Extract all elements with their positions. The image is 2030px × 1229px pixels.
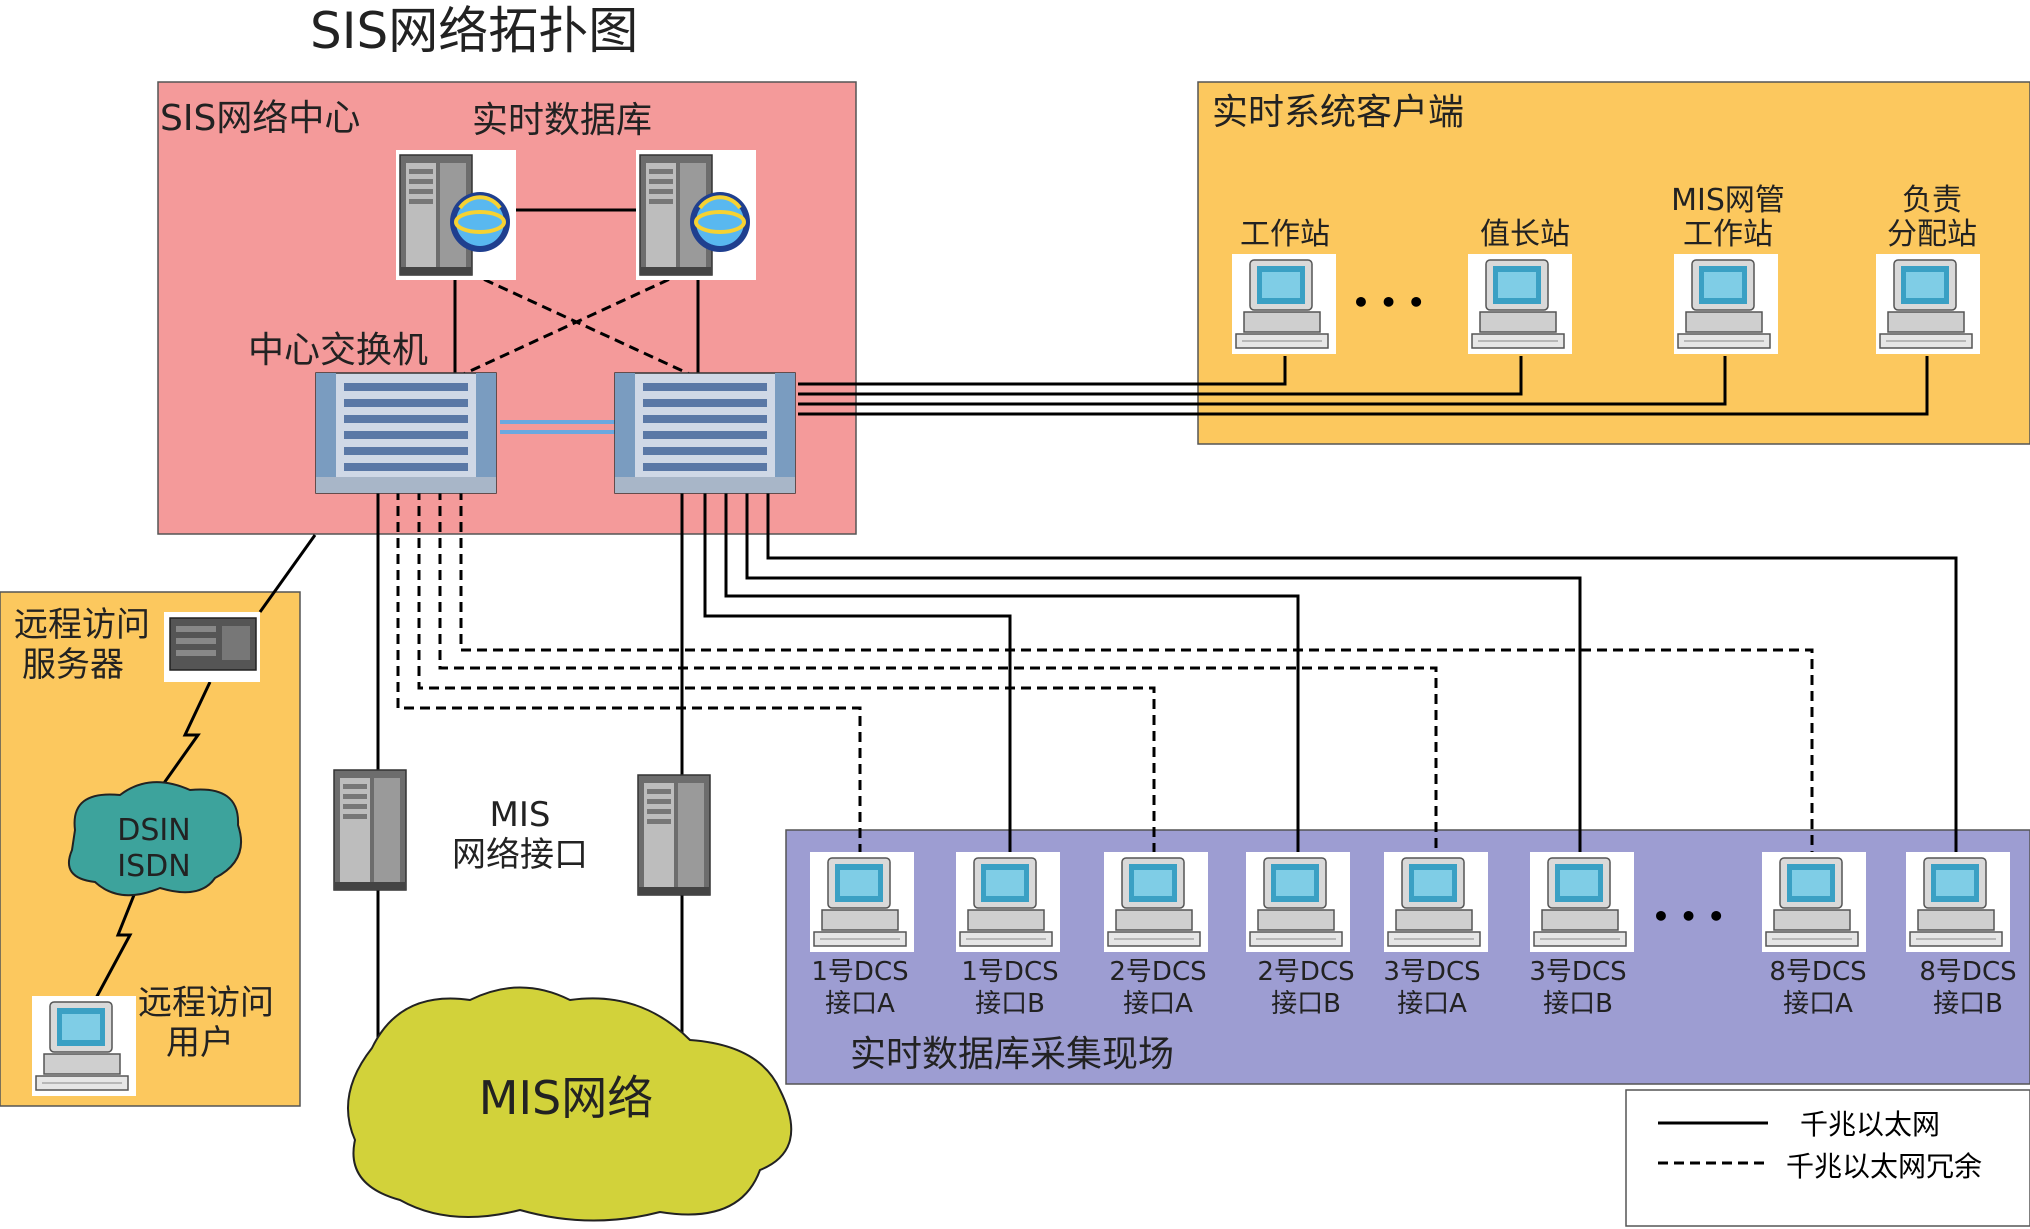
field-ellipsis: • • • [1652,900,1725,933]
client-label-3-line2: 工作站 [1683,217,1773,252]
remote-access-server [164,612,260,682]
dcs-labels: 1号DCS 接口A 1号DCS 接口B 2号DCS 接口A 2号DCS 接口B … [811,957,2016,1019]
client-workstation-4 [1875,253,1981,355]
connections [93,208,1958,1060]
dsin-isdn-cloud [67,781,243,897]
legend-solid-label: 千兆以太网 [1800,1108,1940,1141]
dcs-label-2b-line2: 接口B [1271,989,1341,1019]
mis-interface-label-line1: MIS [490,795,551,835]
mis-interface-label-line2: 网络接口 [452,835,588,875]
dcs-label-3a-line1: 3号DCS [1383,957,1480,987]
dcs-label-1b-line2: 接口B [975,989,1045,1019]
core-switch-1 [315,372,497,494]
realtime-db-label: 实时数据库 [472,100,652,141]
client-area-label: 实时系统客户端 [1212,92,1464,133]
dcs-workstation-1b [955,851,1061,953]
remote-server-label-line1: 远程访问 [14,605,150,645]
client-label-4-line2: 分配站 [1887,217,1977,252]
diagram-title: SIS网络拓扑图 [310,2,638,60]
dcs-workstation-1a [809,851,915,953]
remote-user-label-line1: 远程访问 [138,983,274,1023]
client-label-1: 工作站 [1240,217,1330,252]
client-workstation-2 [1467,253,1573,355]
core-switch-label: 中心交换机 [248,330,428,371]
mis-interface-server-2 [637,774,711,896]
realtime-db-server-2 [636,150,756,280]
dsin-labels: DSIN ISDN [117,813,190,884]
remote-server-label-line2: 服务器 [22,645,124,685]
remote-user-label-line2: 用户 [166,1023,234,1063]
legend-dashed-label: 千兆以太网冗余 [1786,1150,1982,1183]
dcs-label-2b-line1: 2号DCS [1257,957,1354,987]
remote-labels: 远程访问 服务器 远程访问 用户 [14,605,274,1063]
dcs-label-3b-line1: 3号DCS [1529,957,1626,987]
client-ellipsis: • • • [1352,286,1425,319]
mis-labels: MIS 网络接口 MIS网络 [452,795,653,1125]
core-switch-2 [614,372,796,494]
client-label-3-line1: MIS网管 [1671,183,1785,218]
client-labels: 工作站 值长站 MIS网管 工作站 负责 分配站 [1240,183,1977,252]
dcs-workstation-3b [1529,851,1635,953]
mis-network-label: MIS网络 [479,1071,653,1125]
client-label-4-line1: 负责 [1902,183,1962,218]
dcs-label-2a-line2: 接口A [1123,989,1193,1019]
mis-network-cloud [346,986,793,1222]
dcs-label-1a-line1: 1号DCS [811,957,908,987]
client-label-2: 值长站 [1480,217,1570,252]
mis-interface-server-1 [333,769,407,891]
dcs-workstation-2b [1245,851,1351,953]
dcs-label-8b-line2: 接口B [1933,989,2003,1019]
dsin-label: DSIN [117,813,190,848]
dcs-label-8a-line1: 8号DCS [1769,957,1866,987]
dcs-label-1a-line2: 接口A [825,989,895,1019]
dcs-workstation-3a [1383,851,1489,953]
legend: 千兆以太网 千兆以太网冗余 [1625,1089,2030,1227]
dcs-workstation-2a [1103,851,1209,953]
remote-access-user [31,995,137,1097]
dcs-label-1b-line1: 1号DCS [961,957,1058,987]
dcs-label-8b-line1: 8号DCS [1919,957,2016,987]
realtime-db-server-1 [396,150,516,280]
field-area-label: 实时数据库采集现场 [850,1034,1174,1075]
dcs-label-3b-line2: 接口B [1543,989,1613,1019]
dcs-workstation-8a [1761,851,1867,953]
dcs-label-8a-line2: 接口A [1783,989,1853,1019]
dcs-workstation-8b [1905,851,2011,953]
dcs-label-3a-line2: 接口A [1397,989,1467,1019]
client-workstation-1 [1231,253,1337,355]
dcs-label-2a-line1: 2号DCS [1109,957,1206,987]
sis-center-label: SIS网络中心 [160,98,360,139]
client-workstation-3 [1673,253,1779,355]
isdn-label: ISDN [117,849,190,884]
